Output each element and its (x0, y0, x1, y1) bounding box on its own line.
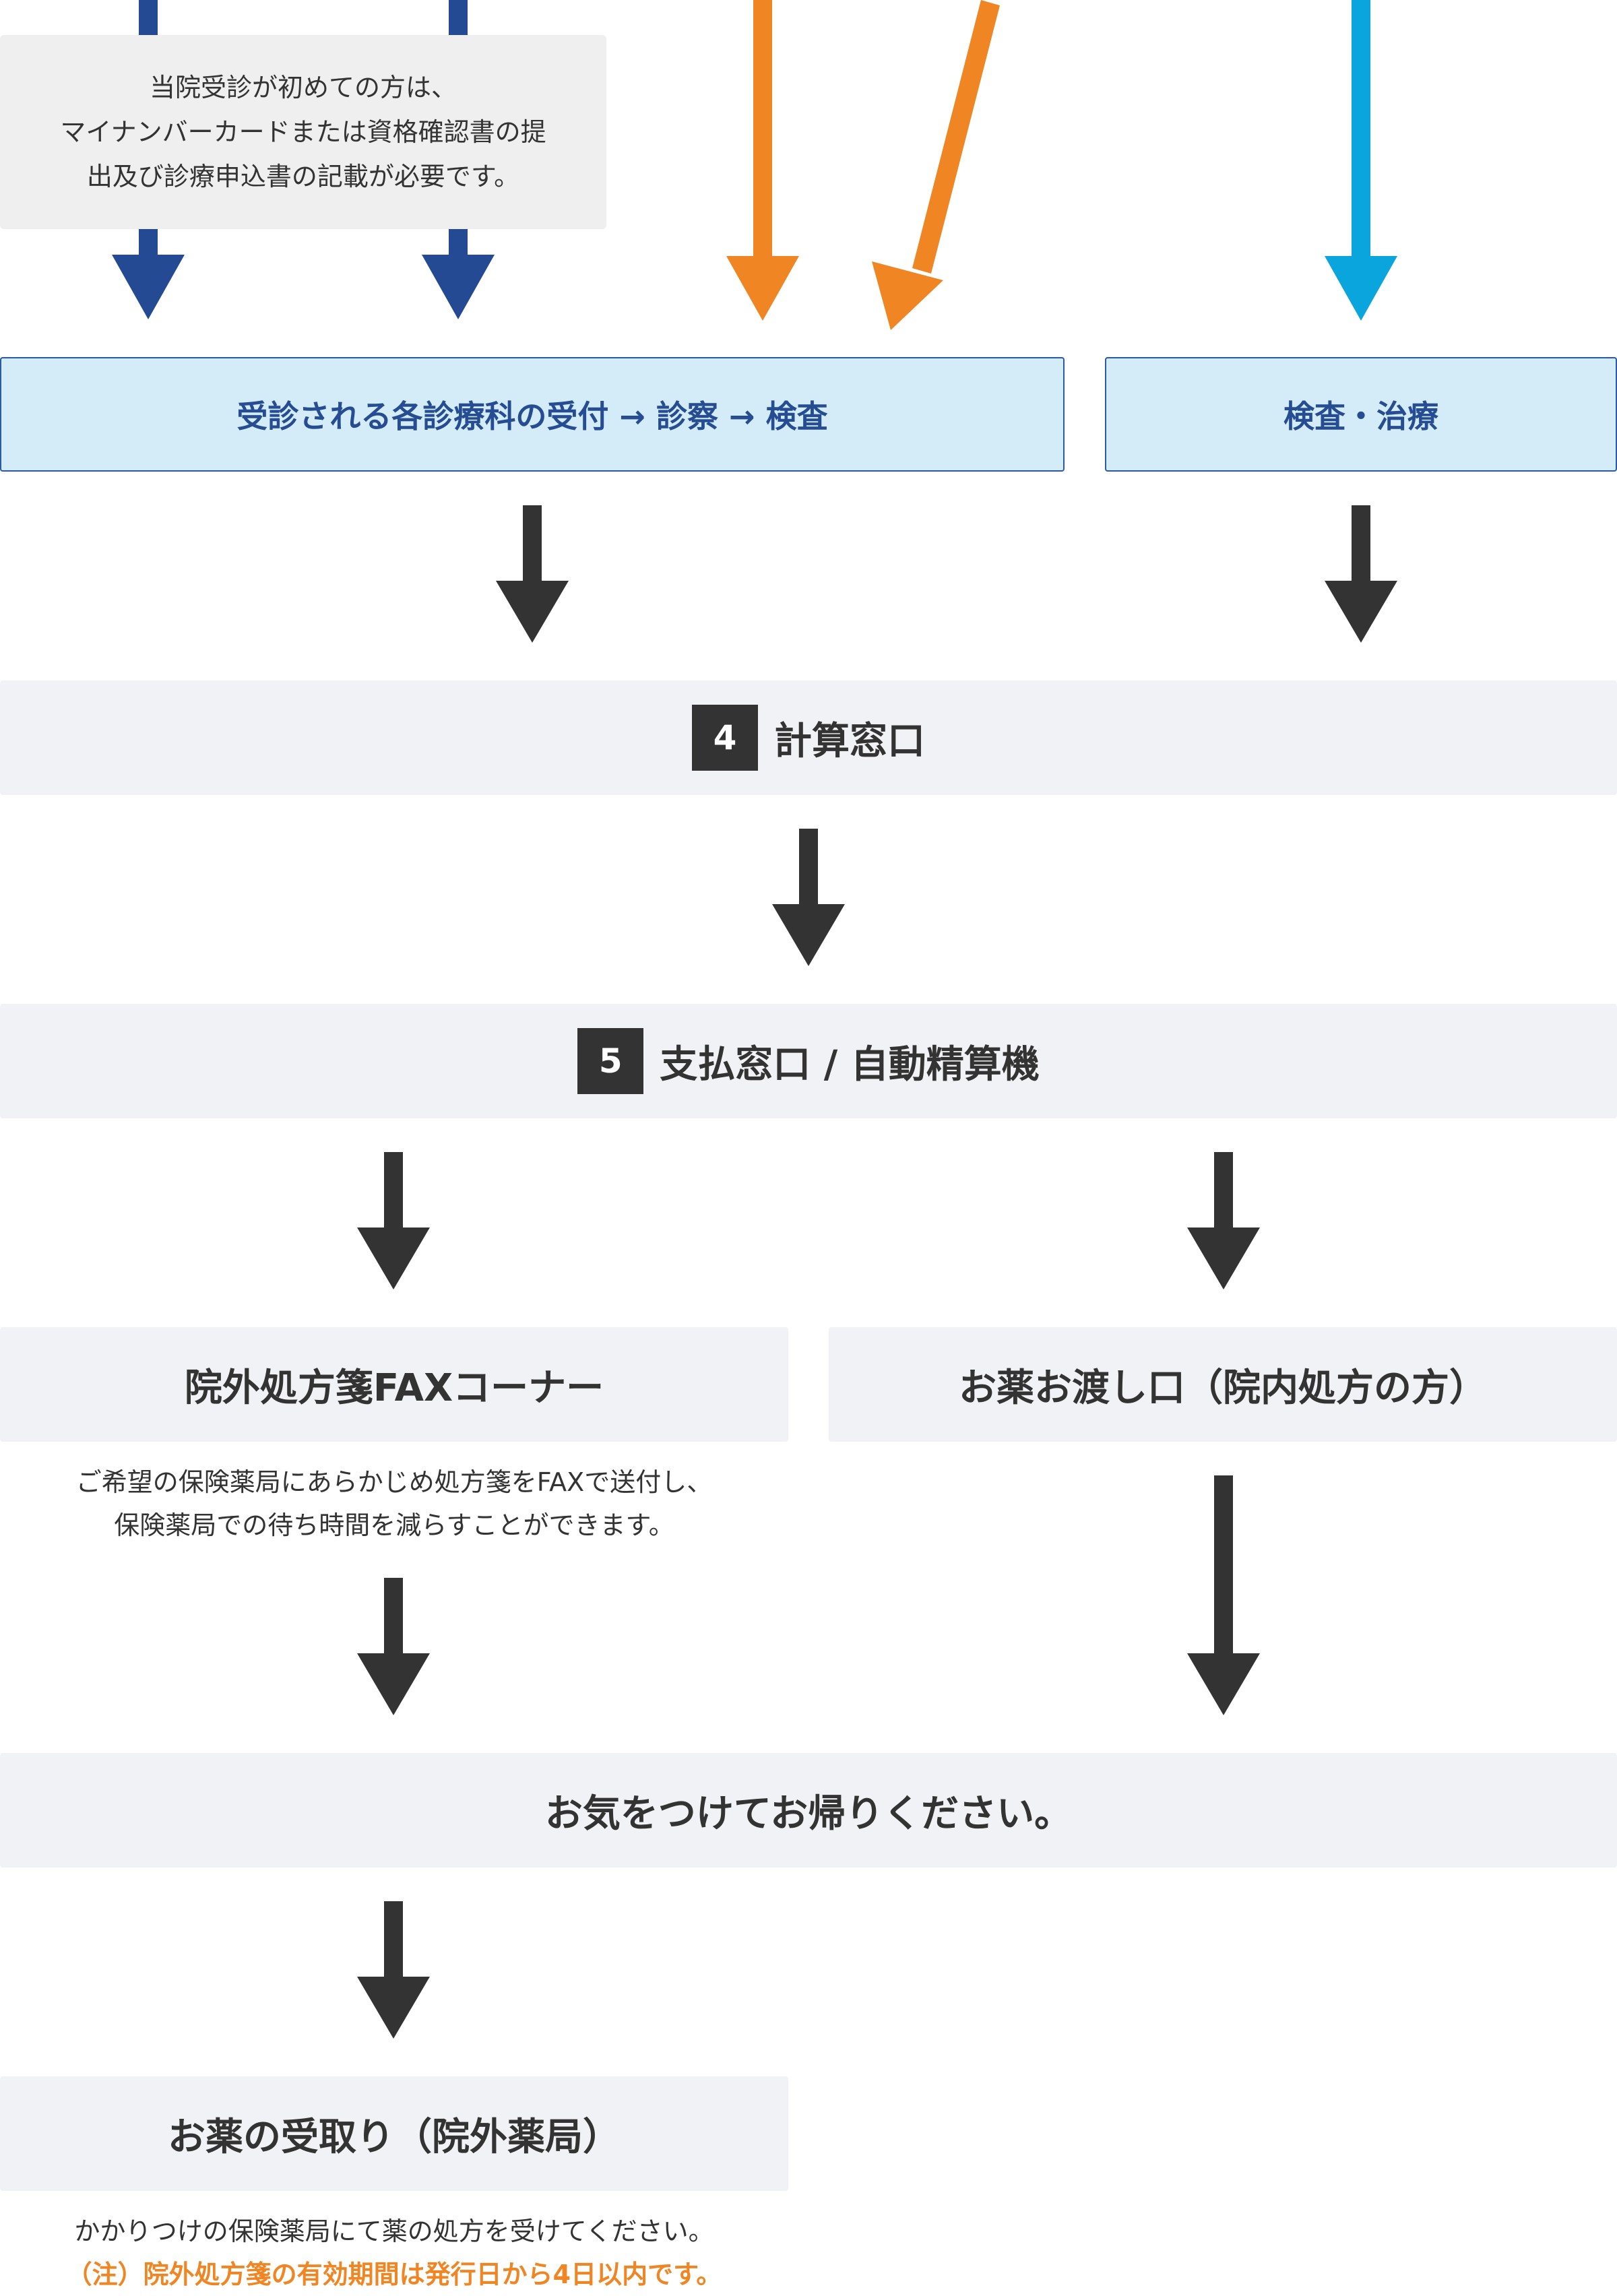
external-pharmacy-label: お薬の受取り（院外薬局） (168, 2115, 621, 2159)
arrow-internal-to-goodbye (1187, 1475, 1260, 1715)
goodbye-label: お気をつけてお帰りください。 (544, 1791, 1073, 1836)
arrow-step4-to-step5 (772, 829, 845, 966)
orange-arrow-straight (726, 0, 799, 321)
internal-pickup-label: お薬お渡し口（院内処方の方） (959, 1366, 1487, 1410)
step5-number-badge: 5 (577, 1028, 644, 1094)
exam-treatment-label: 検査・治療 (1283, 398, 1438, 435)
pharmacy-description-line-1: かかりつけの保険薬局にて薬の処方を受けてください。 (74, 2217, 714, 2246)
navy-arrow-right (422, 0, 495, 319)
fax-description: ご希望の保険薬局にあらかじめ処方箋をFAXで送付し、 保険薬局での待ち時間を減ら… (0, 1461, 788, 1547)
reception-box: 受診される各診療科の受付 → 診察 → 検査 (0, 357, 1065, 472)
step5-payment-window: 5 支払窓口 / 自動精算機 (0, 1004, 1617, 1118)
external-pharmacy-box: お薬の受取り（院外薬局） (0, 2076, 788, 2191)
fax-corner-box: 院外処方箋FAXコーナー (0, 1327, 788, 1442)
note-line-2: マイナンバーカードまたは資格確認書の提 (60, 117, 546, 147)
step4-number-badge: 4 (692, 705, 758, 771)
exam-treatment-box: 検査・治療 (1105, 357, 1617, 472)
internal-pickup-box: お薬お渡し口（院内処方の方） (829, 1327, 1617, 1442)
step4-label: 計算窓口 (774, 719, 925, 763)
step4-calculation-window: 4 計算窓口 (0, 680, 1617, 795)
prescription-validity-note: （注）院外処方箋の有効期間は発行日から4日以内です。 (66, 2260, 722, 2289)
fax-description-line-2: 保険薬局での待ち時間を減らすことができます。 (114, 1510, 674, 1540)
cyan-arrow (1325, 0, 1397, 321)
step5-label: 支払窓口 / 自動精算機 (660, 1042, 1040, 1087)
orange-arrow-diagonal (872, 0, 1000, 330)
arrow-reception-to-step4 (496, 505, 569, 643)
goodbye-box: お気をつけてお帰りください。 (0, 1753, 1617, 1868)
reception-label: 受診される各診療科の受付 → 診察 → 検査 (236, 398, 828, 435)
arrow-step5-to-internal (1187, 1152, 1260, 1289)
fax-corner-label: 院外処方箋FAXコーナー (184, 1366, 604, 1410)
first-visit-note: 当院受診が初めての方は、 マイナンバーカードまたは資格確認書の提 出及び診療申込… (0, 35, 606, 229)
arrow-goodbye-to-pharmacy (357, 1901, 430, 2039)
arrow-exam-to-step4 (1325, 505, 1397, 643)
pharmacy-description: かかりつけの保険薬局にて薬の処方を受けてください。 （注）院外処方箋の有効期間は… (0, 2210, 788, 2296)
arrow-fax-to-goodbye (357, 1578, 430, 1715)
note-line-1: 当院受診が初めての方は、 (149, 73, 457, 102)
note-line-3: 出及び診療申込書の記載が必要です。 (86, 162, 520, 191)
fax-description-line-1: ご希望の保険薬局にあらかじめ処方箋をFAXで送付し、 (75, 1467, 713, 1497)
navy-arrow-left (112, 0, 185, 319)
arrow-step5-to-fax (357, 1152, 430, 1289)
